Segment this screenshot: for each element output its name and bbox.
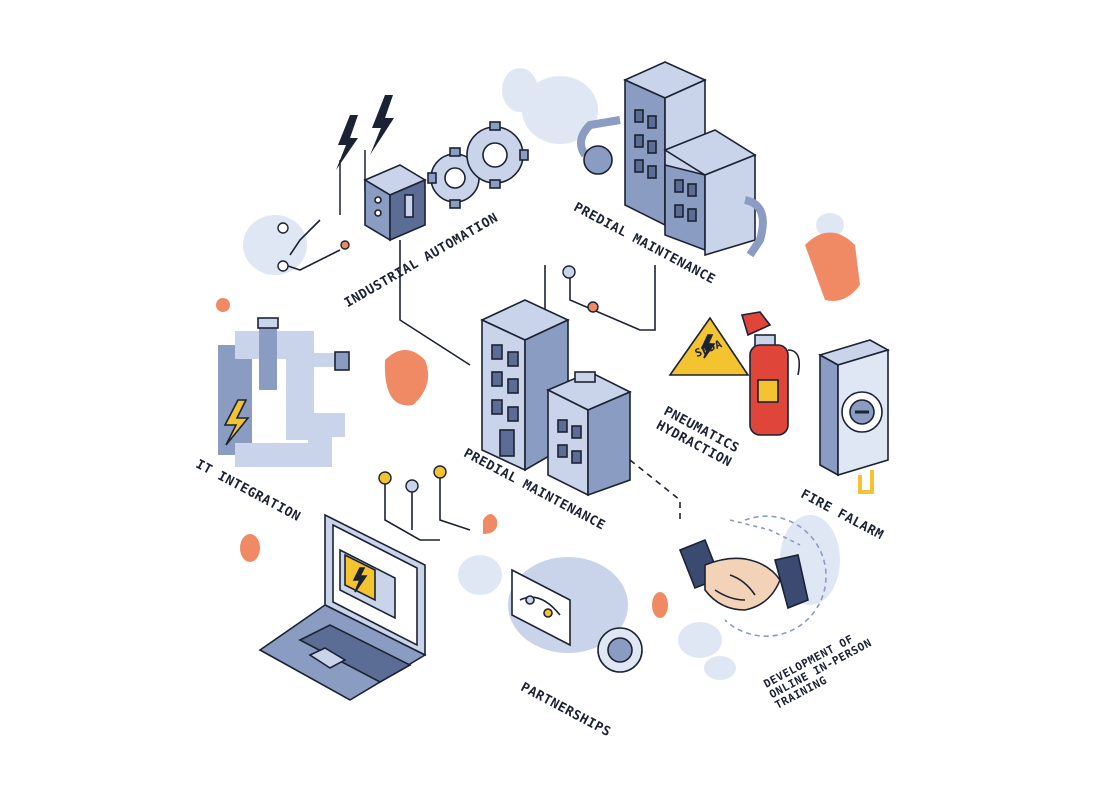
connector-nodes: [277, 222, 599, 493]
fire-extinguisher-icon: [740, 311, 801, 436]
laptop-icon: [258, 513, 427, 701]
partnership-hub-icon: [508, 557, 643, 673]
handshake-icon: [678, 515, 827, 637]
office-building-icon: [480, 299, 632, 497]
warning-sign-icon: [668, 316, 750, 376]
office-building-icon: [577, 61, 767, 258]
pipes-icon: [218, 317, 350, 467]
fire-alarm-panel-icon: [817, 339, 891, 494]
gears-icon: [427, 121, 529, 209]
accent-blobs: [216, 232, 860, 618]
connector-lines: [284, 219, 801, 546]
electrical-panel-icon: [363, 164, 427, 242]
